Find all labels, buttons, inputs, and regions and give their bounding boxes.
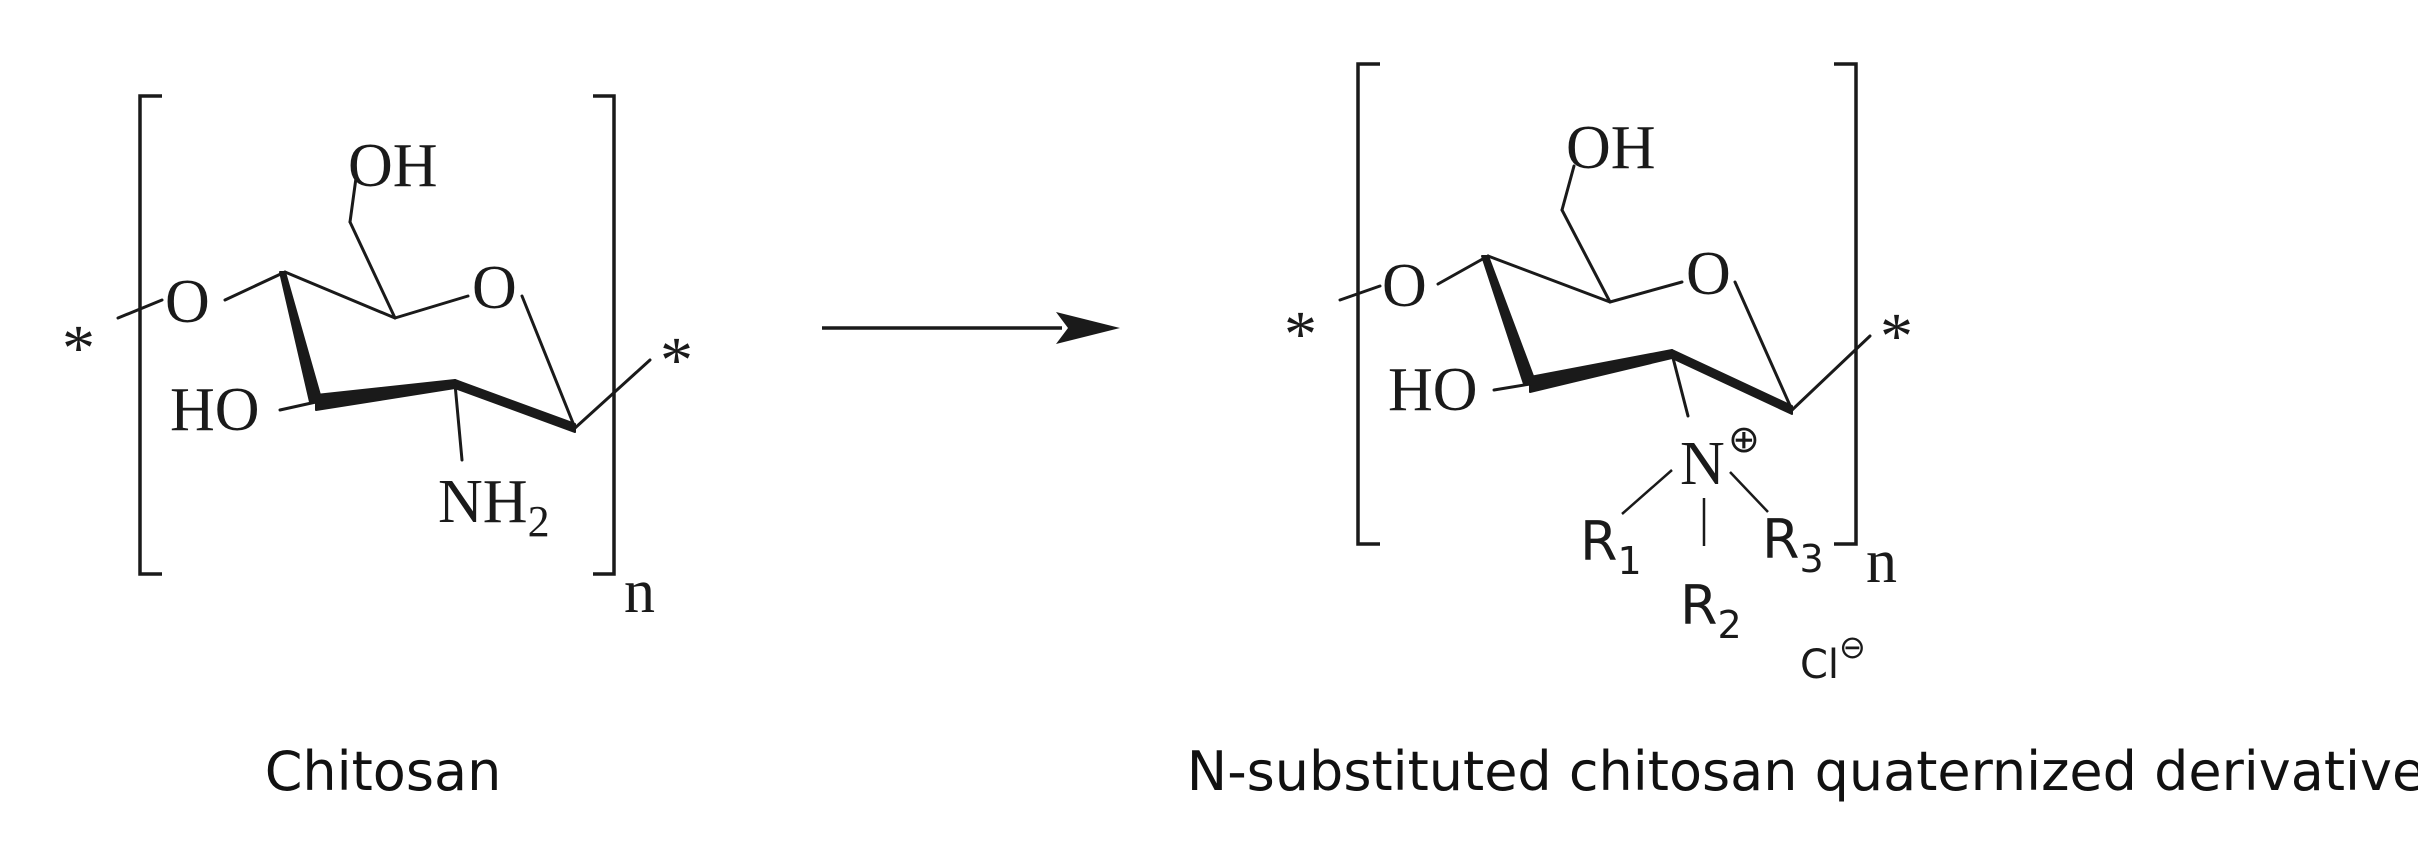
derivative-star-left: * (1284, 298, 1317, 371)
derivative-linkage-o-label: O (1382, 252, 1427, 320)
chitosan-nh2-label: NH2 (438, 468, 550, 546)
chitosan-star-right: * (660, 324, 693, 397)
derivative-bond-c3-ho (1492, 382, 1532, 392)
chitosan-bond-c2-n (453, 382, 464, 462)
chitosan-bond-c6-oh (348, 176, 358, 224)
chitosan-bond-o-star (116, 298, 164, 320)
derivative-r2-label: R2 (1680, 574, 1742, 647)
derivative-bond-c4-c5 (1486, 254, 1612, 304)
derivative-bond-o5-c1 (1733, 280, 1794, 412)
chitosan-oh-label: OH (348, 132, 438, 200)
chitosan-bond-c3-ho (278, 400, 318, 412)
chitosan-ho-label: HO (170, 376, 260, 444)
derivative-ring-o-label: O (1686, 240, 1731, 308)
chitosan-repeat-n: n (624, 558, 655, 626)
derivative-bond-o-star (1338, 284, 1382, 302)
chitosan-wedge-c3-c2 (315, 379, 456, 411)
reaction-arrow (822, 312, 1120, 344)
derivative-left-bracket (1356, 62, 1380, 546)
derivative-structure: OH O O HO N ⊕ R1 R2 R3 Cl⊖ * * n N-subst… (1187, 62, 2418, 803)
derivative-chloride-label: Cl⊖ (1800, 628, 1866, 688)
chitosan-wedge-c2-c1 (454, 379, 576, 433)
derivative-bond-c5-c6 (1560, 208, 1612, 304)
derivative-repeat-n: n (1866, 528, 1897, 596)
derivative-wedge-c4-c3 (1481, 255, 1537, 385)
chitosan-bond-o5-c1 (520, 294, 577, 430)
chitosan-ring-o-label: O (472, 254, 517, 322)
chitosan-bond-c1-star (573, 358, 652, 430)
derivative-bond-n-r3 (1729, 471, 1769, 513)
derivative-bond-n-r1 (1621, 469, 1673, 515)
chitosan-bond-c5-o5 (393, 294, 470, 320)
derivative-bond-c2-n (1670, 352, 1690, 418)
chitosan-bond-c5-c6 (348, 220, 397, 320)
derivative-right-bracket (1834, 62, 1858, 546)
chitosan-left-bracket (138, 94, 162, 576)
derivative-n-label: N (1680, 430, 1725, 498)
derivative-star-right: * (1880, 300, 1913, 373)
chitosan-linkage-o-label: O (165, 268, 210, 336)
derivative-ho-label: HO (1388, 356, 1478, 424)
chitosan-wedge-c4-c3 (279, 271, 323, 403)
derivative-caption: N-substituted chitosan quaternized deriv… (1187, 740, 2418, 803)
derivative-oh-label: OH (1566, 114, 1656, 182)
chitosan-star-left: * (62, 312, 95, 385)
derivative-bond-c1-star (1790, 334, 1872, 412)
derivative-r1-label: R1 (1580, 510, 1642, 583)
reaction-arrow-head (1056, 312, 1120, 344)
derivative-bond-c4-o (1436, 254, 1490, 286)
derivative-wedge-c3-c2 (1529, 349, 1673, 393)
chitosan-caption: Chitosan (265, 740, 502, 803)
derivative-r3-label: R3 (1762, 508, 1824, 581)
derivative-wedge-c2-c1 (1671, 349, 1793, 415)
chitosan-bond-c4-c5 (283, 270, 397, 320)
derivative-bond-c6-oh (1560, 164, 1576, 212)
chitosan-structure: OH O O HO NH2 * * n Chitosan (62, 94, 693, 803)
chitosan-bond-c4-o (223, 270, 287, 302)
derivative-bond-c5-o5 (1608, 280, 1684, 304)
chitosan-right-bracket (593, 94, 616, 576)
derivative-plus-charge: ⊕ (1728, 417, 1760, 461)
